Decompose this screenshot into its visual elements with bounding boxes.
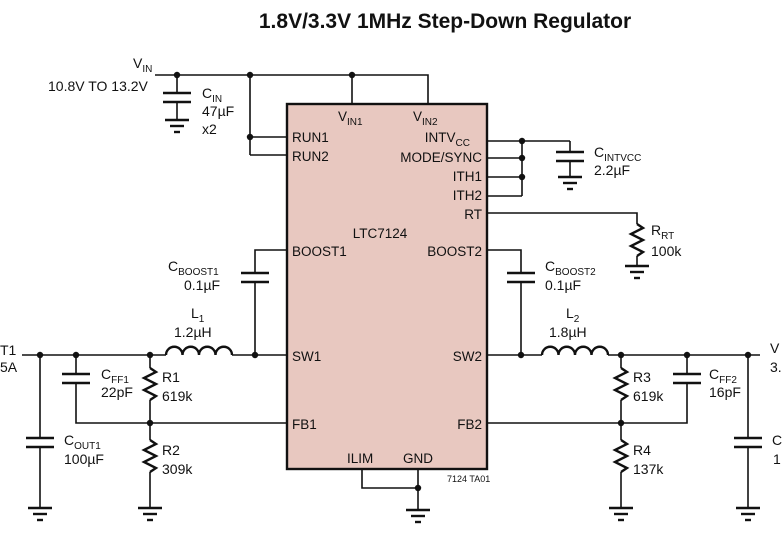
vin-range: 10.8V TO 13.2V: [48, 78, 149, 94]
l1-name: L1: [191, 305, 205, 325]
rrt-resistor: [487, 212, 646, 266]
cboost1-value: 0.1µF: [184, 277, 220, 293]
ilim-gnd-tie: [361, 469, 422, 510]
cboost2-name: CBOOST2: [545, 258, 596, 278]
cff1-value: 22pF: [101, 384, 133, 400]
ic-body: [285, 102, 489, 471]
cout2-capacitor: [734, 355, 762, 508]
ground-icon: [28, 506, 52, 522]
intvcc-network: [487, 137, 584, 197]
ic-part-number: LTC7124: [353, 226, 408, 241]
rrt-name: RRT: [651, 222, 674, 242]
cin-name: CIN: [202, 85, 222, 105]
r2-resistor: [141, 423, 159, 508]
r1-value: 619k: [162, 388, 193, 404]
vout1-label: T1: [0, 342, 17, 358]
r3-value: 619k: [633, 388, 664, 404]
pin-ith1: ITH1: [453, 169, 482, 184]
cboost2-capacitor: [487, 249, 535, 355]
pin-intvcc: INTVCC: [425, 130, 470, 149]
ground-icon: [609, 506, 633, 522]
pin-vin2: VIN2: [413, 109, 438, 128]
pin-boost2: BOOST2: [427, 244, 482, 259]
cintvcc-name: CINTVCC: [594, 144, 641, 164]
rrt-value: 100k: [651, 243, 682, 259]
pin-vin1: VIN1: [338, 109, 363, 128]
ground-icon: [736, 506, 760, 522]
vout1-value: 5A: [0, 359, 18, 375]
r2-value: 309k: [162, 461, 193, 477]
r3-name: R3: [633, 369, 651, 385]
pin-ith2: ITH2: [453, 188, 482, 203]
cout2-name: C: [772, 432, 782, 448]
cintvcc-value: 2.2µF: [594, 162, 630, 178]
r3-resistor: [612, 355, 630, 427]
ground-icon: [406, 508, 430, 524]
r1-resistor: [141, 355, 159, 427]
pin-boost1: BOOST1: [292, 244, 347, 259]
vin-net: [155, 71, 429, 156]
r4-value: 137k: [633, 461, 664, 477]
pin-mode-sync: MODE/SYNC: [400, 150, 482, 165]
cff2-name: CFF2: [709, 366, 737, 386]
pin-fb1: FB1: [292, 417, 317, 432]
l1-inductor: [22, 345, 287, 359]
figure-code: 7124 TA01: [447, 474, 490, 484]
cout1-capacitor: [26, 355, 54, 508]
cboost1-capacitor: [241, 249, 287, 355]
r4-resistor: [612, 423, 630, 508]
cff1-capacitor: [62, 355, 287, 424]
cff2-capacitor: [487, 355, 701, 424]
vout2-label: V: [770, 340, 780, 356]
r2-name: R2: [162, 442, 180, 458]
cout1-name: COUT1: [64, 432, 101, 452]
ground-icon: [558, 175, 582, 191]
pin-fb2: FB2: [457, 417, 482, 432]
pin-run2: RUN2: [292, 149, 329, 164]
pin-sw2: SW2: [453, 349, 482, 364]
pin-gnd: GND: [403, 451, 433, 466]
cout1-value: 100µF: [64, 451, 104, 467]
l2-name: L2: [566, 305, 580, 325]
diagram-title: 1.8V/3.3V 1MHz Step-Down Regulator: [259, 10, 631, 33]
cin-qty: x2: [202, 121, 217, 137]
pin-sw1: SW1: [292, 349, 321, 364]
l2-value: 1.8µH: [549, 324, 587, 340]
ground-icon: [165, 118, 189, 134]
cout2-value: 1: [773, 451, 781, 467]
pin-run1: RUN1: [292, 130, 329, 145]
cin-value: 47µF: [202, 103, 234, 119]
r1-name: R1: [162, 369, 180, 385]
cin-capacitor: [163, 91, 191, 120]
pin-rt: RT: [464, 207, 482, 222]
vout2-value: 3.: [770, 359, 782, 375]
pin-ilim: ILIM: [347, 451, 373, 466]
ground-icon: [625, 264, 649, 280]
l2-inductor: [487, 345, 760, 359]
cff1-name: CFF1: [101, 366, 129, 386]
cboost1-name: CBOOST1: [168, 258, 219, 278]
vin-label: VIN: [133, 55, 152, 75]
cff2-value: 16pF: [709, 384, 741, 400]
cboost2-value: 0.1µF: [545, 277, 581, 293]
l1-value: 1.2µH: [174, 324, 212, 340]
r4-name: R4: [633, 442, 651, 458]
ground-icon: [138, 506, 162, 522]
